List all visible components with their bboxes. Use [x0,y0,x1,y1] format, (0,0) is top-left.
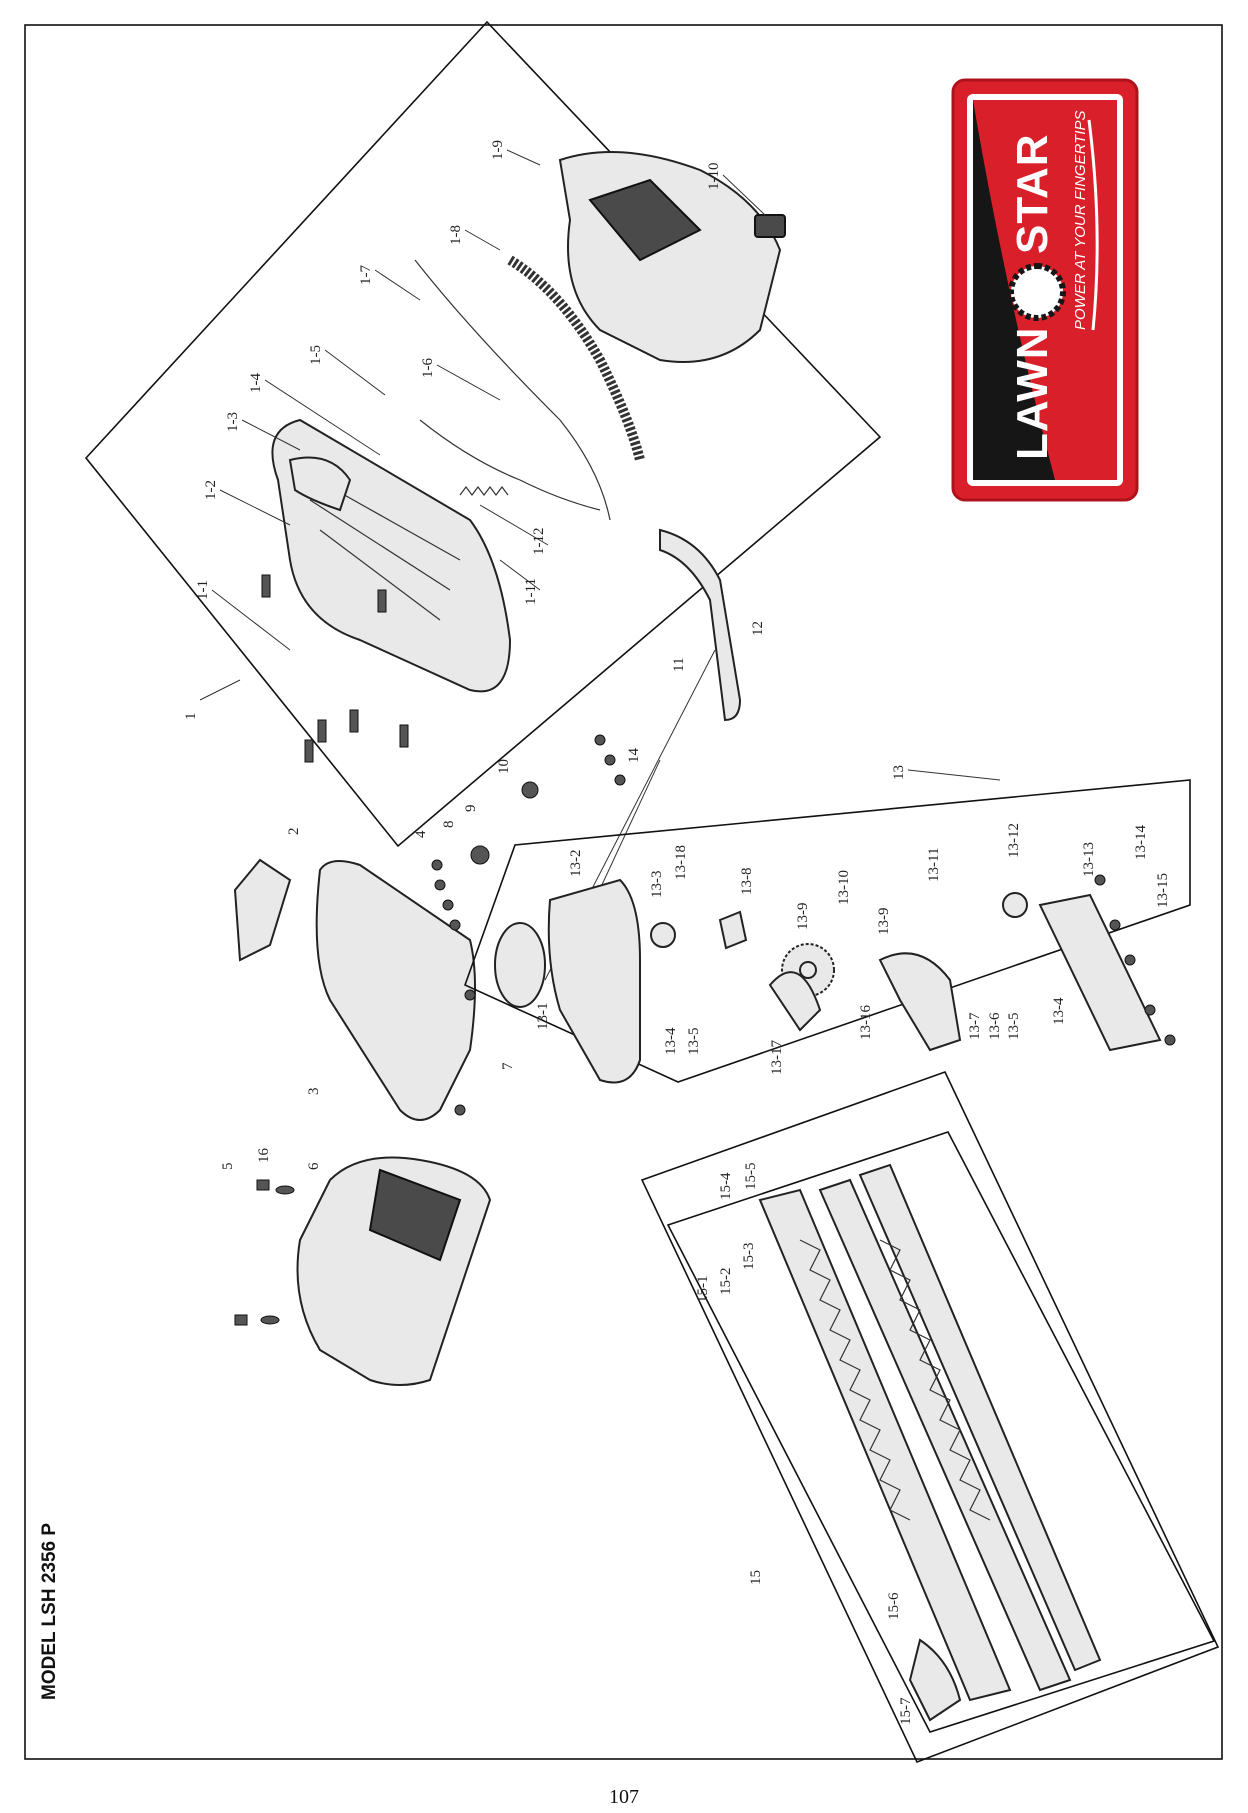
group-15-inner-frame [666,1131,1216,1733]
label-13-9b: 13-9 [876,908,892,936]
label-16: 16 [256,1148,272,1164]
label-1-10: 1-10 [706,163,722,191]
label-1-6: 1-6 [420,358,436,378]
label-13-11: 13-11 [926,848,942,882]
label-15-4: 15-4 [718,1172,734,1200]
label-13-6: 13-6 [987,1012,1003,1040]
group-1-frame [84,20,882,848]
label-1-12: 1-12 [531,528,547,556]
part-3-front-handle-frame [315,860,476,1121]
label-13-9a: 13-9 [795,903,811,931]
label-13-8: 13-8 [739,868,755,896]
label-13-2: 13-2 [568,850,584,878]
label-1-3: 1-3 [225,412,241,432]
label-13-12: 13-12 [1006,823,1022,858]
label-13-14: 13-14 [1133,825,1149,860]
label-15-2: 15-2 [718,1268,734,1296]
label-1: 1 [183,713,199,721]
part-11-tube [659,528,742,722]
page-number: 107 [609,1786,639,1808]
label-13-16: 13-16 [858,1005,874,1040]
label-13-18: 13-18 [673,845,689,880]
label-14: 14 [626,748,642,764]
logo-sawblade-icon [1008,263,1066,321]
label-13: 13 [891,765,907,780]
label-13-13: 13-13 [1081,842,1097,877]
logo-brand-left: LAWN [1008,326,1057,460]
label-13-10: 13-10 [836,870,852,905]
label-13-4b: 13-4 [1051,997,1067,1025]
label-6: 6 [306,1162,322,1170]
front-handle-screws [234,781,539,1326]
lawnstar-logo: LAWN STAR POWER AT YOUR FINGERTIPS [951,78,1139,502]
label-15: 15 [748,1570,764,1585]
group-15-blade [640,1071,1220,1764]
label-13-5: 13-5 [686,1028,702,1056]
label-15-6: 15-6 [886,1592,902,1620]
label-8: 8 [441,821,457,829]
label-4: 4 [413,830,429,838]
label-1-4: 1-4 [248,373,264,393]
label-15-3: 15-3 [741,1243,757,1271]
label-15-1: 15-1 [695,1276,711,1304]
page-border [24,24,1223,1760]
label-12: 12 [750,621,766,636]
model-title: MODEL LSH 2356 P [39,1523,60,1700]
group-1-rear-handle [84,20,882,848]
part-labels: 1 1-1 1-2 1-3 1-4 1-5 1-6 1-7 1-8 1-9 1-… [183,140,1171,1725]
label-1-9: 1-9 [490,140,506,160]
part-2-bracket [233,858,292,962]
label-3: 3 [306,1088,322,1096]
label-1-5: 1-5 [308,345,324,365]
label-9: 9 [463,805,479,813]
label-13-4: 13-4 [663,1027,679,1055]
label-1-8: 1-8 [448,225,464,245]
label-15-5: 15-5 [743,1163,759,1191]
logo-tagline: POWER AT YOUR FINGERTIPS [1072,111,1089,330]
label-1-1: 1-1 [195,580,211,600]
label-10: 10 [496,759,512,774]
label-11: 11 [671,658,687,672]
group-15-outer-frame [640,1071,1220,1764]
label-13-7: 13-7 [967,1012,983,1040]
label-13-5b: 13-5 [1006,1013,1022,1041]
label-5: 5 [220,1163,236,1171]
label-1-7: 1-7 [358,265,374,285]
group-13-gear-housing [463,734,1191,1084]
label-13-15: 13-15 [1155,873,1171,908]
group-13-frame [463,779,1191,1083]
label-7: 7 [500,1062,516,1070]
label-1-11: 1-11 [523,578,539,605]
label-leader-lines [199,149,1001,781]
label-13-1: 13-1 [535,1003,551,1031]
label-13-17: 13-17 [769,1040,785,1075]
label-13-3: 13-3 [649,871,665,899]
label-2: 2 [286,828,302,836]
logo-brand-right: STAR [1008,133,1057,254]
label-15-7: 15-7 [898,1697,914,1725]
label-1-2: 1-2 [203,480,219,500]
